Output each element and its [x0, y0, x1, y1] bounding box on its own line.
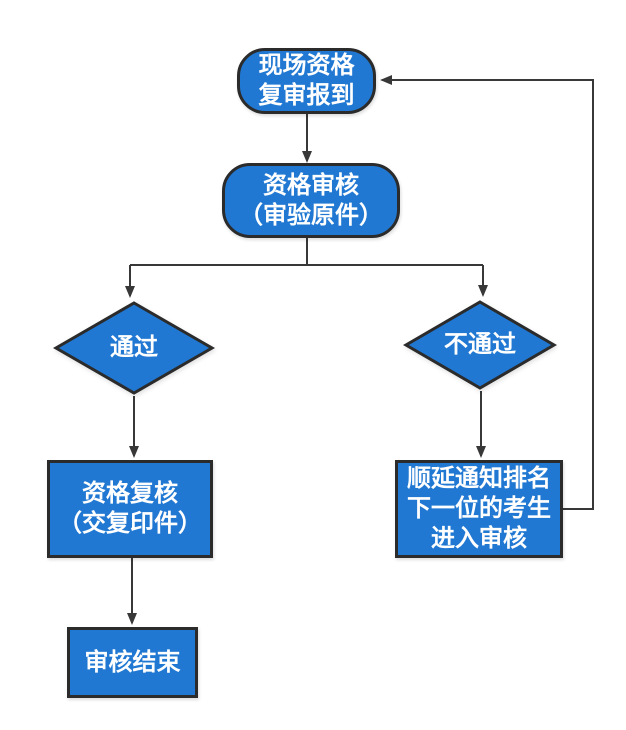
node-qualification-review: 资格审核 （审验原件） — [222, 163, 400, 238]
node-start-label: 现场资格 复审报到 — [258, 52, 355, 109]
node-review-finished: 审核结束 — [67, 627, 198, 698]
diamond-shape — [403, 300, 557, 390]
node-review-label: 资格审核 （审验原件） — [239, 171, 383, 229]
node-notify-next-candidate: 顺延通知排名 下一位的考生 进入审核 — [395, 460, 563, 558]
node-decision-pass: 通过 — [53, 300, 215, 396]
node-start-onsite-checkin: 现场资格 复审报到 — [237, 48, 376, 114]
node-decision-fail: 不通过 — [403, 299, 557, 391]
node-end-label: 审核结束 — [84, 648, 181, 676]
edge-defer-to-start-loop — [380, 75, 594, 510]
node-fail-label: 不通过 — [444, 331, 516, 358]
node-defer-label: 顺延通知排名 下一位的考生 进入审核 — [407, 465, 551, 552]
diamond-shape — [53, 301, 215, 395]
node-recheck-copies: 资格复核 （交复印件） — [47, 460, 213, 558]
node-recheck-label: 资格复核 （交复印件） — [58, 480, 202, 537]
node-pass-label: 通过 — [110, 334, 158, 361]
